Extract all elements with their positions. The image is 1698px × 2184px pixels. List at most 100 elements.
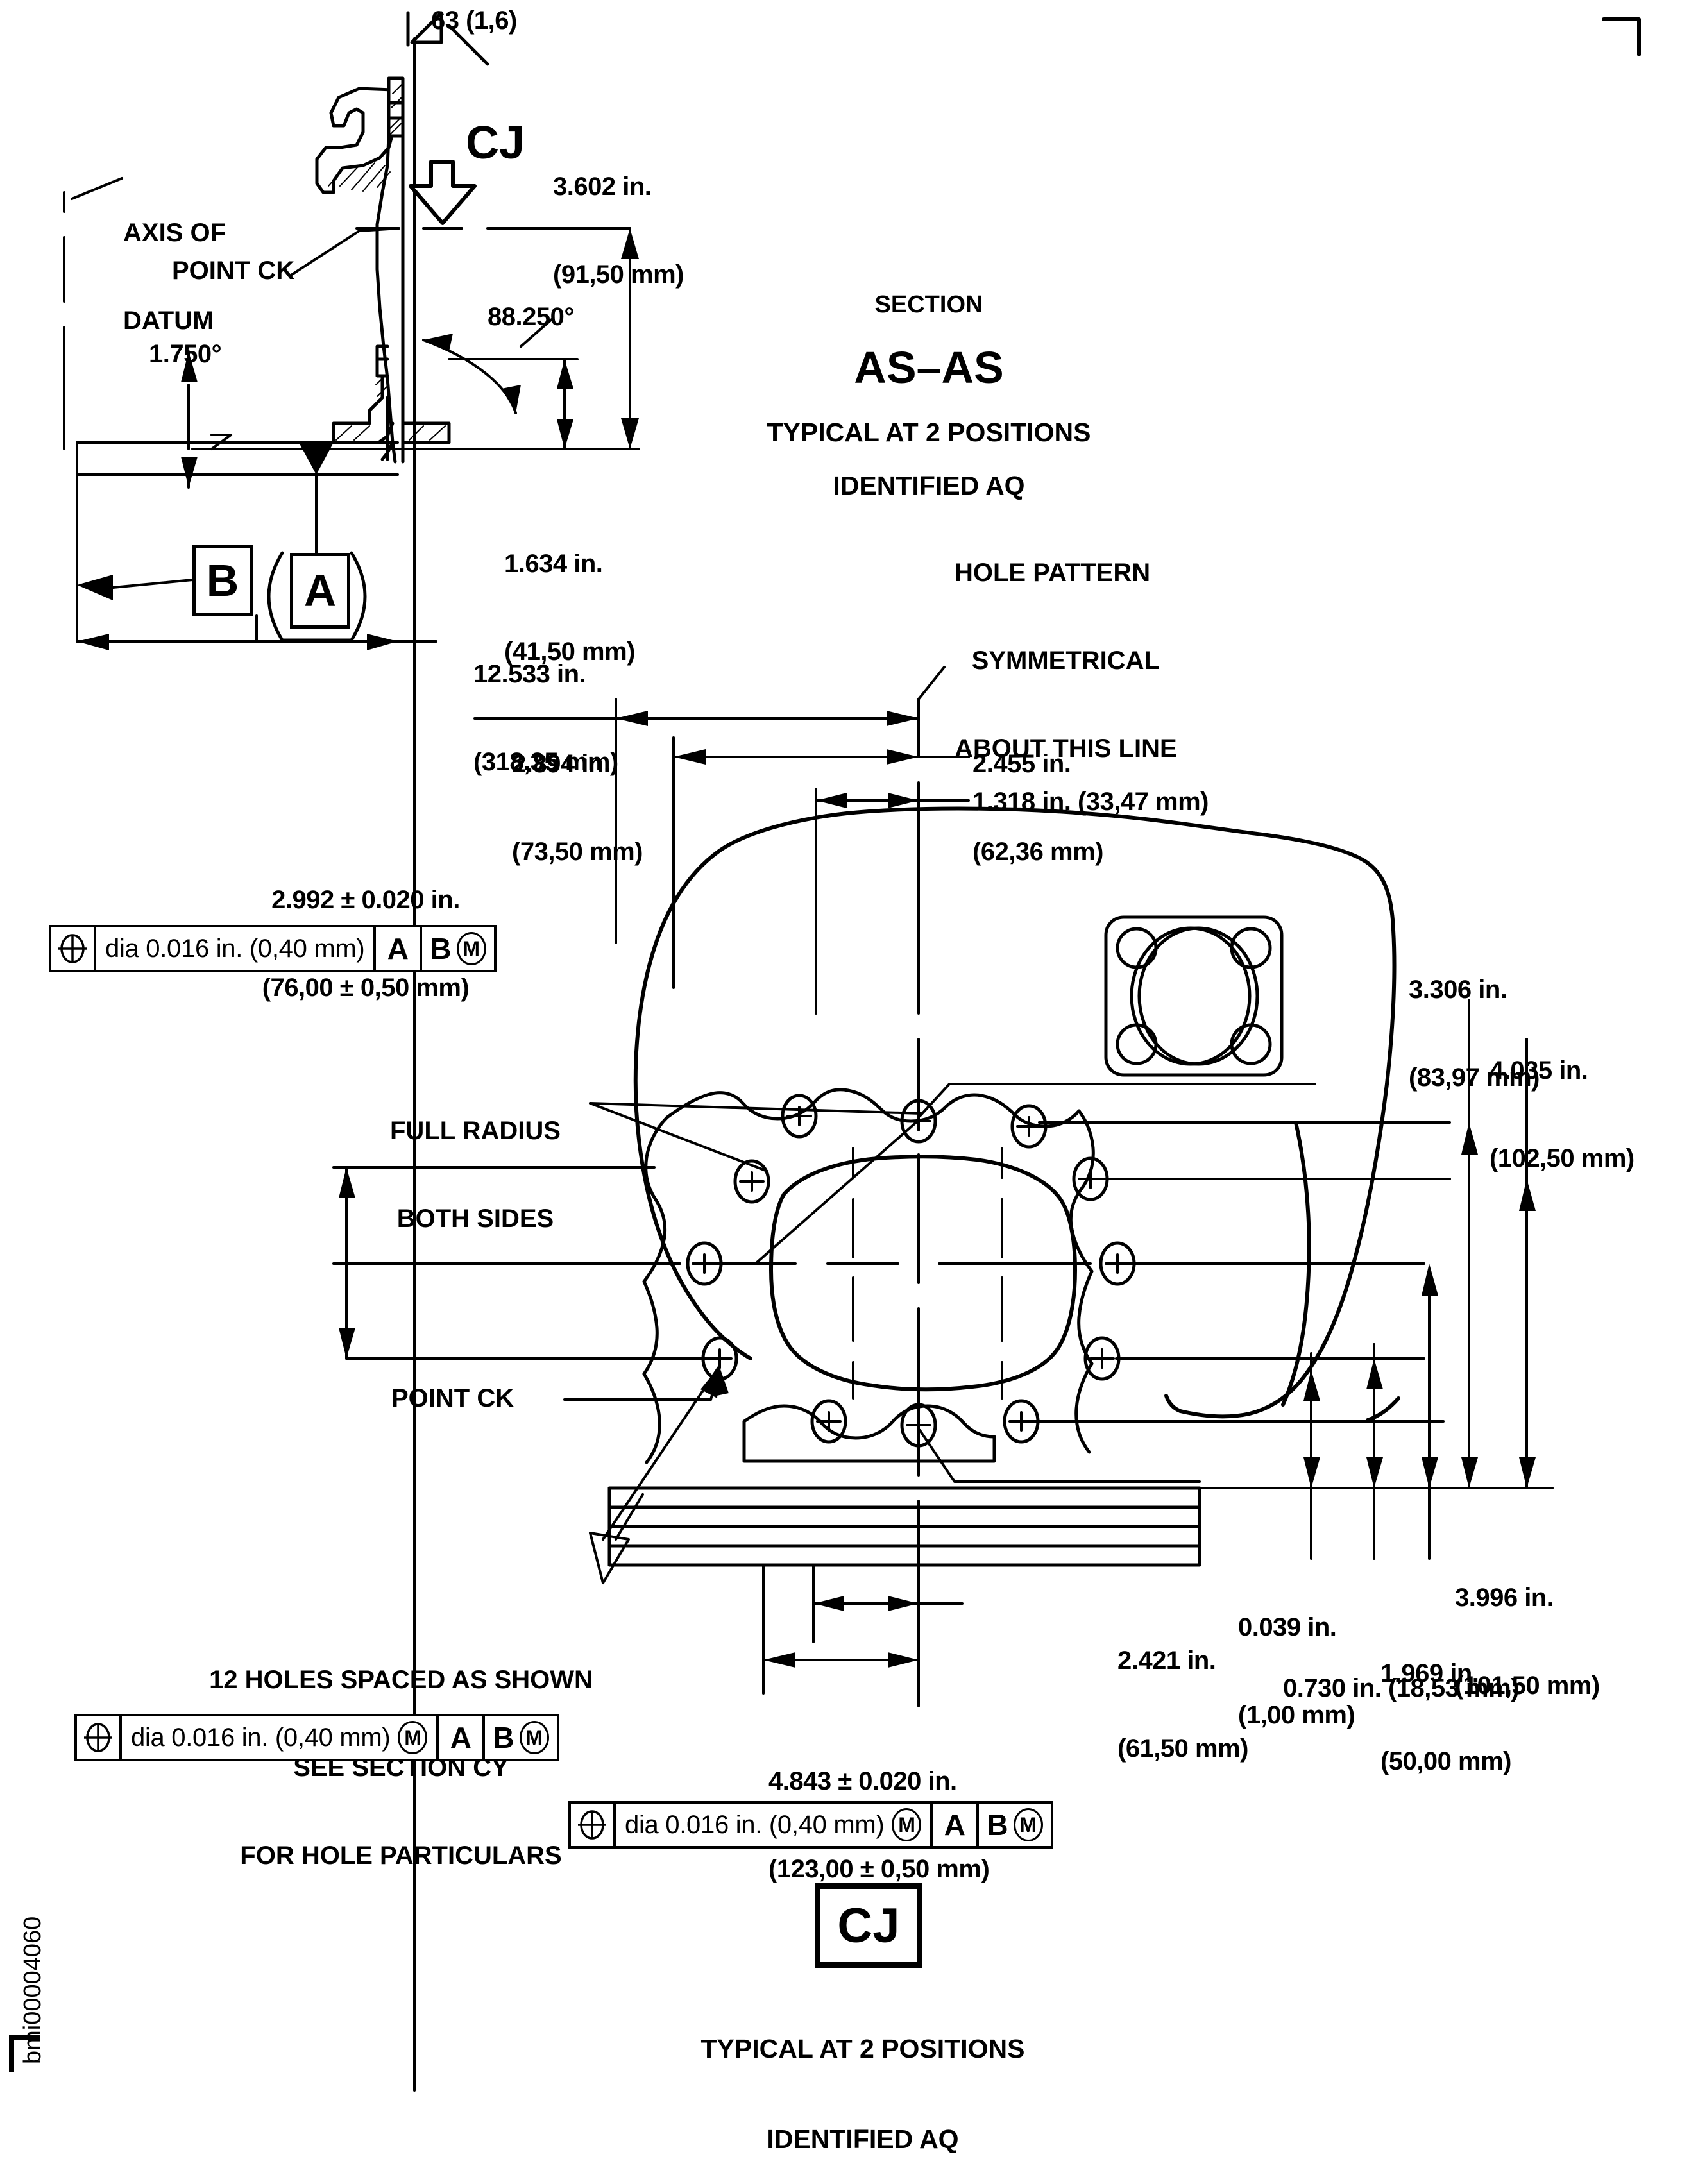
- fcf-bottom-tolerance-text: dia 0.016 in. (0,40 mm): [625, 1810, 885, 1839]
- fcf-bottom-datum-b: B M: [979, 1804, 1050, 1846]
- dim-4035-in: 4.035 in.: [1490, 1056, 1588, 1085]
- fcf-mid-tolerance: dia 0.016 in. (0,40 mm) M: [122, 1716, 439, 1759]
- corner-crop-mark: [1602, 17, 1641, 56]
- dim-2894-line: [473, 698, 920, 944]
- view-flag-cj-label: CJ: [837, 1898, 900, 1953]
- mmc-modifier-icon: M: [456, 932, 486, 965]
- dim-12533-mm: (318,35 mm): [473, 747, 618, 776]
- position-symbol-glyph: [578, 1810, 606, 1840]
- dim-2894-text: 2.894 in. (73,50 mm): [512, 691, 643, 896]
- engineering-drawing-sheet: 63 (1,6) AXIS OF DATUM POINT CK CJ 3.602…: [9, 6, 1641, 2154]
- hole-pattern-holes: [686, 1094, 1136, 1448]
- fcf-bottom-datum-b-letter: B: [987, 1808, 1008, 1841]
- position-symbol: [571, 1804, 616, 1846]
- bearing-flange: [1104, 915, 1284, 1077]
- dim-2992-in: 2.992 ± 0.020 in.: [271, 886, 460, 915]
- id-mark-bracket: [9, 2035, 40, 2072]
- dim-2455-text: 2.455 in. (62,36 mm): [972, 691, 1103, 896]
- dim-2455-in: 2.455 in.: [972, 750, 1071, 779]
- hole-pattern-centerline: [917, 666, 946, 1669]
- fcf-mid-datum-b-letter: B: [493, 1721, 514, 1754]
- view-flag-cj-box: CJ: [815, 1883, 922, 1968]
- dim-0039-text: 0.039 in. (1,00 mm): [1238, 1555, 1355, 1759]
- dim-3996-text: 3.996 in. (101,50 mm): [1455, 1525, 1600, 1730]
- angle-1750-text: 1.750°: [149, 340, 222, 368]
- full-radius-line1: FULL RADIUS: [390, 1117, 561, 1146]
- dim-4843-mm: (123,00 ± 0,50 mm): [768, 1854, 990, 1883]
- dim-2894-in: 2.894 in.: [512, 750, 611, 779]
- dim-1969-text: 1.969 in. (50,00 mm): [1380, 1601, 1511, 1806]
- fcf-top-tolerance: dia 0.016 in. (0,40 mm): [96, 927, 377, 970]
- mmc-modifier-icon: M: [892, 1808, 922, 1841]
- base-rail-hatch: [607, 1486, 1201, 1567]
- view-arrow-label-cj: CJ: [466, 117, 525, 169]
- mmc-modifier-icon: M: [519, 1721, 549, 1754]
- holes-note-line3: FOR HOLE PARTICULARS: [240, 1841, 562, 1870]
- surface-finish-label: 63 (1,6): [431, 6, 517, 35]
- bottom-view-line1: TYPICAL AT 2 POSITIONS: [700, 2034, 1025, 2064]
- hole-pattern-boss-band: [642, 1088, 1095, 1464]
- dim-12533-line: [76, 634, 437, 650]
- id-mark-label: bmi00004060: [19, 1916, 46, 2064]
- holes-note-line1: 12 HOLES SPACED AS SHOWN: [209, 1666, 593, 1695]
- datum-b-box: B: [192, 545, 253, 616]
- datum-b-indicator: [76, 473, 194, 643]
- holes-note-leader: [589, 1366, 720, 1584]
- dim-4035-mm: (102,50 mm): [1490, 1144, 1634, 1172]
- dim-2421-in: 2.421 in.: [1117, 1646, 1216, 1675]
- datum-b-letter: B: [206, 555, 239, 605]
- section-as-as-block: SECTION AS–AS TYPICAL AT 2 POSITIONS IDE…: [666, 268, 1192, 512]
- hole-pattern-note-line3: ABOUT THIS LINE: [955, 734, 1177, 763]
- axis-of-datum-line: [63, 177, 123, 450]
- section-as-as-line1: TYPICAL AT 2 POSITIONS: [767, 417, 1091, 447]
- datum-a-box: A: [290, 553, 350, 629]
- surface-finish-symbol: [406, 11, 489, 66]
- dim-2992-line: [339, 1166, 713, 1360]
- position-symbol-glyph: [58, 934, 87, 963]
- datum-a-indicator: [299, 443, 334, 554]
- dim-3602-text: 3.602 in. (91,50 mm): [553, 114, 684, 319]
- dim-0039-mm: (1,00 mm): [1238, 1700, 1355, 1729]
- fcf-mid[interactable]: dia 0.016 in. (0,40 mm) M A B M: [74, 1714, 559, 1761]
- point-ck-label-bottom: POINT CK: [391, 1384, 514, 1412]
- axis-of-datum-line1: AXIS OF: [123, 219, 226, 248]
- dim-1634-in: 1.634 in.: [504, 550, 603, 579]
- angle-88250-text: 88.250°: [488, 303, 574, 331]
- dim-3602-mm: (91,50 mm): [553, 260, 684, 289]
- position-symbol: [51, 927, 96, 970]
- position-symbol-glyph: [84, 1723, 112, 1752]
- bore-centerlines: [332, 1121, 1451, 1423]
- fcf-top[interactable]: dia 0.016 in. (0,40 mm) A B M: [49, 925, 497, 972]
- view-arrow-cj: [409, 160, 477, 225]
- dim-1969-in: 1.969 in.: [1380, 1659, 1479, 1688]
- dim-2455-mm: (62,36 mm): [972, 837, 1103, 866]
- point-ck-label-top: POINT CK: [172, 257, 295, 285]
- dim-2421-text: 2.421 in. (61,50 mm): [1117, 1588, 1248, 1793]
- section-as-as-line2: IDENTIFIED AQ: [833, 470, 1025, 500]
- angle-1750-line: [76, 350, 399, 489]
- dim-1634-line: [448, 358, 579, 450]
- mmc-modifier-icon: M: [1013, 1808, 1043, 1841]
- dim-1318-line: [815, 788, 970, 1015]
- fcf-mid-tolerance-text: dia 0.016 in. (0,40 mm): [131, 1723, 391, 1752]
- dim-right-stubs: [1310, 999, 1528, 1560]
- fcf-mid-datum-b: B M: [485, 1716, 556, 1759]
- dim-1969-mm: (50,00 mm): [1380, 1747, 1511, 1775]
- dim-0039-in: 0.039 in.: [1238, 1613, 1337, 1642]
- part-outline: [633, 806, 1400, 1422]
- dim-2421-line: [812, 1564, 964, 1669]
- dim-3996-in: 3.996 in.: [1455, 1584, 1554, 1613]
- top-hole-leader: [919, 1083, 1316, 1117]
- full-radius-line2: BOTH SIDES: [396, 1204, 554, 1233]
- axis-of-datum-note: AXIS OF DATUM: [123, 160, 226, 365]
- fcf-bottom-tolerance: dia 0.016 in. (0,40 mm) M: [616, 1804, 933, 1846]
- dim-12533-text: 12.533 in. (318,35 mm): [473, 602, 618, 806]
- fcf-top-datum-b: B M: [422, 927, 493, 970]
- section-as-as-small: SECTION: [874, 291, 983, 319]
- dim-3306-mm: (83,97 mm): [1409, 1063, 1540, 1092]
- dim-0730-text: 0.730 in. (18,53 mm): [1283, 1674, 1519, 1702]
- fcf-bottom[interactable]: dia 0.016 in. (0,40 mm) M A B M: [568, 1801, 1053, 1849]
- dim-4035-text: 4.035 in. (102,50 mm): [1490, 998, 1634, 1203]
- fcf-top-datum-a: A: [376, 927, 423, 970]
- dim-1634-text: 1.634 in. (41,50 mm): [504, 491, 635, 696]
